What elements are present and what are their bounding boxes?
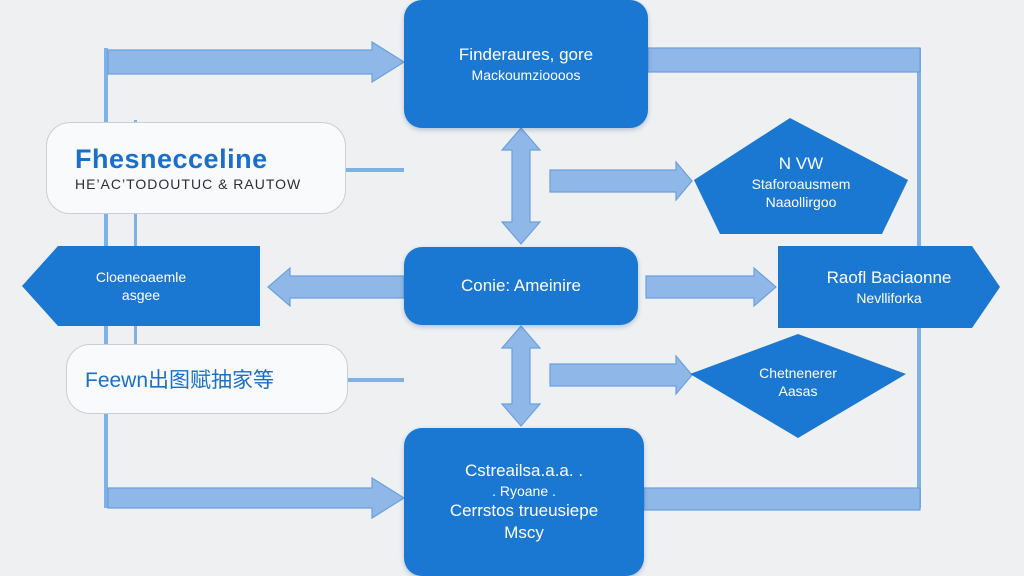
arrow-center-to-left (267, 266, 405, 308)
identity-title: Fhesnecceline (75, 144, 268, 174)
identity-subtitle: HE’AC’TODOUTUC & RAUTOW (75, 176, 302, 192)
diamond-line-2: Aasas (778, 383, 818, 399)
arrow-top-center-vertical (500, 127, 542, 245)
node-top-line-2: Mackoumzioooos (471, 67, 581, 83)
center-node-label: Conie: Ameinire (460, 276, 581, 295)
bottom-line-4: Mscy (504, 523, 544, 542)
connector-identity-top (346, 168, 404, 172)
node-top-line-1: Finderaures, gore (458, 45, 594, 64)
hexagon-line-3: Naaollirgoo (765, 194, 837, 210)
hexagon-node[interactable]: N VW Staforoausmem Naaollirgoo (694, 116, 908, 234)
left-node-shape (22, 246, 260, 326)
arrow-bottom-left-to-bottom (107, 476, 406, 520)
connector-bottom-right (643, 487, 921, 511)
connector-feature (346, 378, 404, 382)
identity-node[interactable]: Fhesnecceline HE’AC’TODOUTUC & RAUTOW (46, 122, 346, 214)
diamond-shape (690, 334, 906, 438)
right-node-line-2: Nevlliforka (856, 290, 922, 306)
feature-node-label: Feewn出图赋抽家等 (85, 369, 275, 392)
arrow-to-diamond (549, 354, 693, 396)
frame-line-inner-left (134, 120, 137, 350)
bottom-line-1: Cstreailsa.a.a. . (464, 461, 584, 480)
bottom-node[interactable]: Cstreailsa.a.a. . . Ryoane . Cerrstos tr… (404, 428, 644, 576)
right-node[interactable]: Raofl Baciaonne Nevlliforka (778, 246, 1000, 328)
center-node[interactable]: Conie: Ameinire (404, 247, 638, 325)
feature-node[interactable]: Feewn出图赋抽家等 (66, 344, 348, 414)
bottom-line-2: . Ryoane . (492, 483, 556, 499)
arrow-bottom-center-vertical (500, 325, 542, 427)
diamond-node[interactable]: Chetnenerer Aasas (690, 334, 906, 438)
bottom-line-3: Cerrstos trueusiepe (449, 501, 599, 520)
arrow-center-to-right (645, 266, 777, 308)
arrow-top-left-to-top (107, 40, 406, 84)
hexagon-line-1: N VW (778, 154, 824, 173)
left-node-line-1: Cloeneoaemle (95, 269, 187, 285)
connector-top-right (647, 47, 921, 73)
hexagon-shape (694, 118, 908, 234)
hexagon-line-2: Staforoausmem (751, 176, 851, 192)
left-node[interactable]: Cloeneoaemle asgee (22, 246, 260, 326)
process-node-top[interactable]: Finderaures, gore Mackoumzioooos (404, 0, 648, 128)
diamond-line-1: Chetnenerer (759, 365, 837, 381)
right-node-line-1: Raofl Baciaonne (826, 268, 952, 287)
right-node-shape (778, 246, 1000, 328)
left-node-line-2: asgee (121, 287, 161, 303)
arrow-to-hexagon (549, 160, 693, 202)
